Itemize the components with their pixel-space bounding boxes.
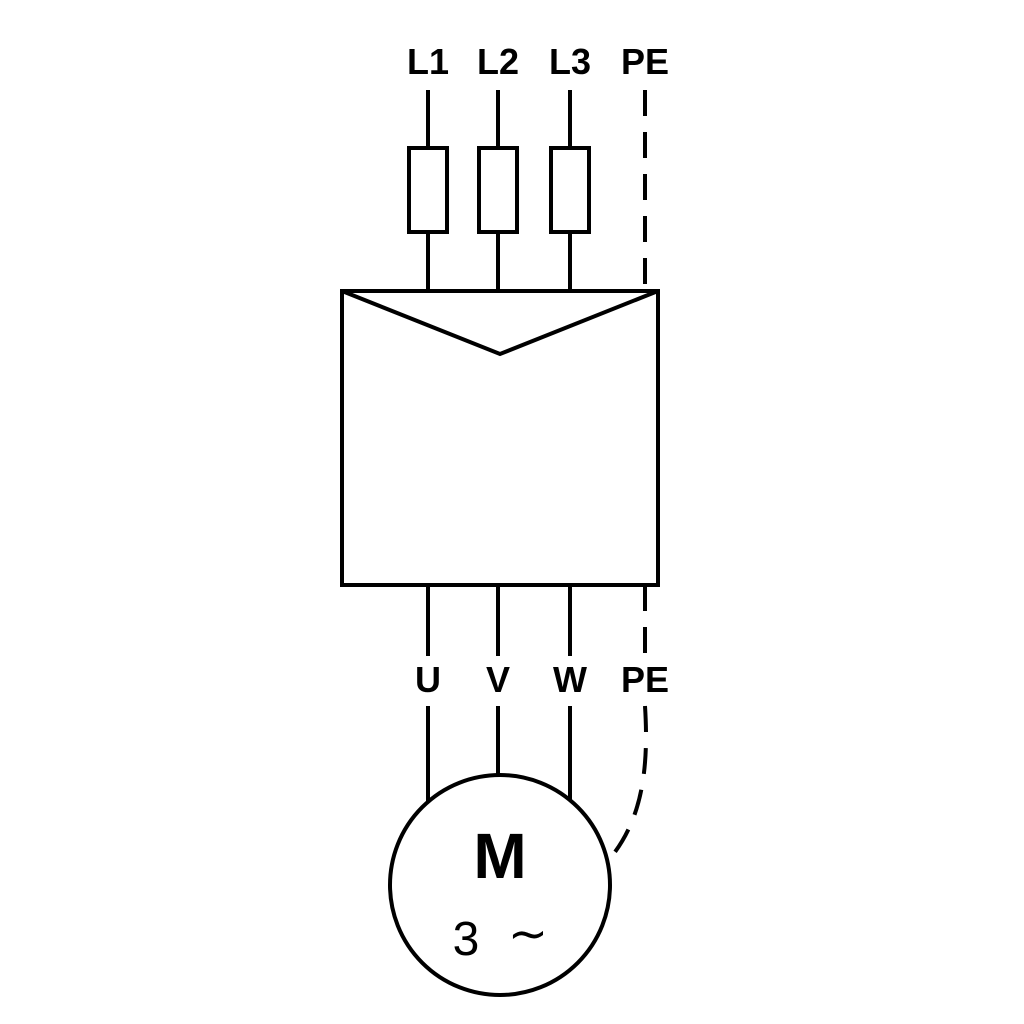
fuse-l3 (549, 146, 591, 234)
label-l2: L2 (477, 41, 519, 82)
motor-circle (388, 773, 612, 997)
fuse-l1 (407, 146, 449, 234)
label-pe-bottom: PE (621, 659, 669, 700)
conductor-pe-lower-dashed (605, 705, 648, 864)
label-w: W (553, 659, 587, 700)
converter-box-v-notch (341, 289, 659, 357)
motor-letter: M (473, 820, 526, 892)
ac-tilde-icon: ∼ (508, 908, 548, 961)
label-l1: L1 (407, 41, 449, 82)
label-u: U (415, 659, 441, 700)
fuse-l2 (477, 146, 519, 234)
label-pe-top: PE (621, 41, 669, 82)
label-v: V (486, 659, 510, 700)
label-l3: L3 (549, 41, 591, 82)
motor-phase-count: 3 (453, 913, 480, 966)
converter-box (340, 289, 660, 587)
